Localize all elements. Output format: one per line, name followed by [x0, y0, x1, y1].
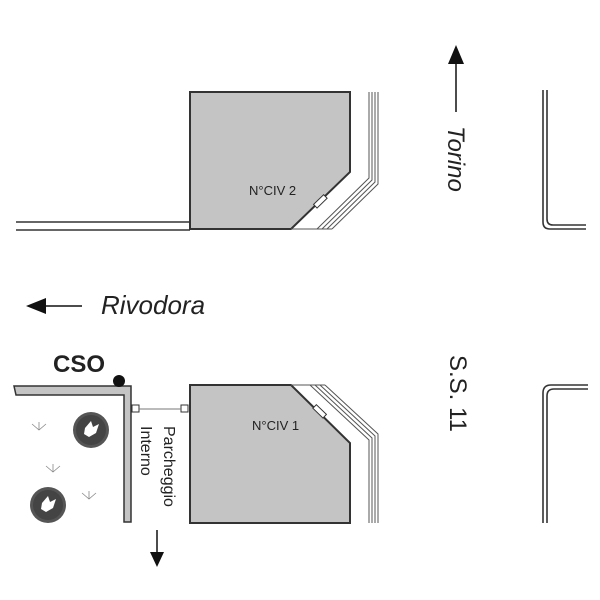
civ2-label: N°CIV 2	[249, 183, 296, 198]
tree-icon	[30, 487, 66, 523]
parcheggio-label: Parcheggio	[160, 426, 177, 507]
door-civ-1	[312, 403, 328, 419]
door-civ-2	[312, 193, 328, 209]
road-edge-top-left	[16, 221, 190, 231]
cso-label: CSO	[53, 351, 105, 378]
sidewalk-edges-top	[291, 92, 379, 230]
arrow-up-icon	[448, 45, 464, 112]
rivodora-label: Rivodora	[101, 290, 205, 320]
torino-label: Torino	[442, 126, 469, 192]
cso-marker-icon[interactable]	[113, 375, 125, 387]
arrow-left-icon	[26, 298, 82, 314]
cso-wall	[13, 385, 132, 523]
interno-label: Interno	[137, 426, 154, 476]
ss11-label: S.S. 11	[444, 355, 471, 432]
building-civ-1	[189, 384, 351, 524]
grass-icon	[31, 422, 47, 431]
civ1-label: N°CIV 1	[252, 418, 299, 433]
grass-icon	[45, 464, 61, 473]
tree-icon	[73, 412, 109, 448]
arrow-down-icon	[150, 530, 164, 567]
road-curb-right-bottom	[542, 384, 588, 523]
building-civ-2	[189, 91, 351, 230]
sidewalk-edges-bottom	[291, 384, 379, 523]
parking-gate[interactable]	[131, 404, 189, 413]
grass-icon	[81, 491, 97, 500]
road-curb-right-top	[542, 90, 586, 230]
